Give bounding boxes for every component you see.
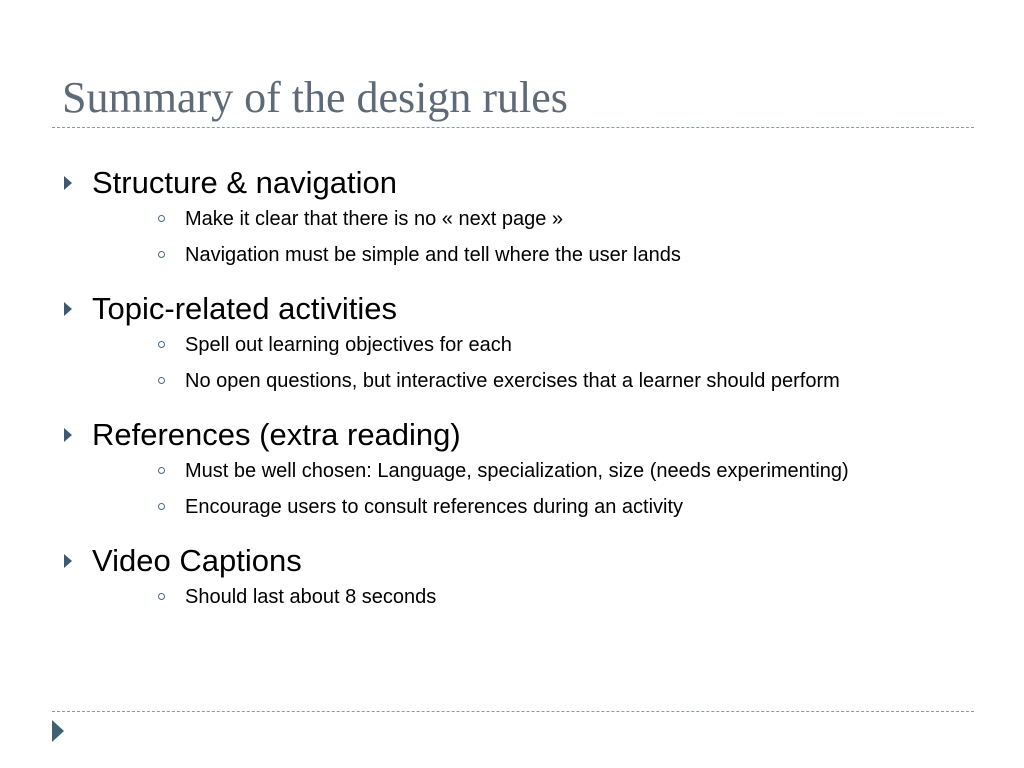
circle-bullet-icon (158, 593, 165, 600)
footer-triangle-icon (52, 720, 64, 742)
circle-bullet-icon (158, 215, 165, 222)
sub-item: Spell out learning objectives for each (62, 330, 982, 366)
topic-activities: Topic-related activities Spell out learn… (62, 288, 982, 402)
topic-video-captions: Video Captions Should last about 8 secon… (62, 540, 982, 618)
triangle-bullet-icon (64, 176, 72, 190)
sub-item-label: Must be well chosen: Language, specializ… (185, 460, 849, 482)
circle-bullet-icon (158, 377, 165, 384)
sub-list: Must be well chosen: Language, specializ… (62, 456, 982, 528)
topic-heading: Topic-related activities (62, 288, 982, 330)
topic-label: Topic-related activities (92, 291, 397, 326)
topic-heading: Structure & navigation (62, 162, 982, 204)
title-divider (52, 127, 974, 128)
circle-bullet-icon (158, 341, 165, 348)
sub-item: Encourage users to consult references du… (62, 492, 982, 528)
triangle-bullet-icon (64, 302, 72, 316)
sub-item: Should last about 8 seconds (62, 582, 982, 618)
sub-item-label: Make it clear that there is no « next pa… (185, 208, 563, 230)
sub-item-label: Should last about 8 seconds (185, 586, 437, 608)
topic-references: References (extra reading) Must be well … (62, 414, 982, 528)
sub-list: Should last about 8 seconds (62, 582, 982, 618)
circle-bullet-icon (158, 467, 165, 474)
slide-title: Summary of the design rules (62, 73, 568, 122)
sub-item-label: Spell out learning objectives for each (185, 334, 512, 356)
sub-list: Make it clear that there is no « next pa… (62, 204, 982, 276)
topic-structure-navigation: Structure & navigation Make it clear tha… (62, 162, 982, 276)
circle-bullet-icon (158, 251, 165, 258)
topic-heading: References (extra reading) (62, 414, 982, 456)
sub-item-label: Navigation must be simple and tell where… (185, 244, 681, 266)
sub-list: Spell out learning objectives for each N… (62, 330, 982, 402)
triangle-bullet-icon (64, 554, 72, 568)
triangle-bullet-icon (64, 428, 72, 442)
sub-item-label: Encourage users to consult references du… (185, 496, 684, 518)
circle-bullet-icon (158, 503, 165, 510)
footer-divider (52, 711, 974, 712)
sub-item-label: No open questions, but interactive exerc… (185, 370, 840, 392)
slide-content: Structure & navigation Make it clear tha… (62, 162, 982, 630)
topic-label: Structure & navigation (92, 165, 398, 200)
sub-item: No open questions, but interactive exerc… (62, 366, 982, 402)
sub-item: Make it clear that there is no « next pa… (62, 204, 982, 240)
sub-item: Navigation must be simple and tell where… (62, 240, 982, 276)
sub-item: Must be well chosen: Language, specializ… (62, 456, 982, 492)
topic-label: References (extra reading) (92, 417, 461, 452)
topic-heading: Video Captions (62, 540, 982, 582)
topic-label: Video Captions (92, 543, 302, 578)
